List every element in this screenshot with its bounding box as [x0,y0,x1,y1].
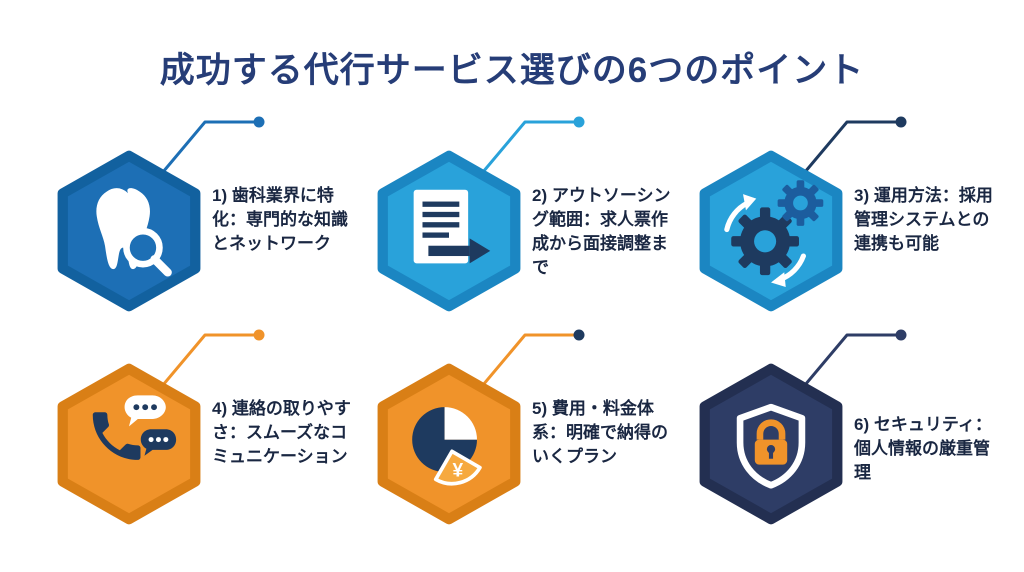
point-card-3: 3) 運用方法：採用管理システムとの連携も可能 [697,116,1009,350]
connector-line-3 [803,116,907,174]
document-arrow-icon [413,189,491,264]
point-label-6: 6) セキュリティ：個人情報の厳重管理 [854,415,992,483]
point-card-5: ¥ 5) 費用・料金体系：明確で納得のいくプラン [375,329,687,563]
point-label-2: 2) アウトソーシング範囲：求人票作成から面接調整まで [532,186,671,278]
page-title: 成功する代行サービス選びの6つのポイント [159,51,865,90]
gears-sync-icon [724,180,824,287]
point-card-2: 2) アウトソーシング範囲：求人票作成から面接調整まで [375,116,687,350]
hexagon-2 [377,150,521,312]
connector-line-1 [161,116,265,174]
connector-line-5 [481,329,585,387]
phone-chat-icon [92,395,177,460]
hexagon-4 [57,363,201,525]
hexagon-1 [57,150,201,312]
point-label-3: 3) 運用方法：採用管理システムとの連携も可能 [854,186,993,254]
pie-chart-yen-icon: ¥ [412,407,482,486]
yen-symbol: ¥ [453,460,464,481]
connector-line-2 [481,116,585,174]
point-card-1: 1) 歯科業界に特化：専門的な知識とネットワーク [55,116,367,350]
tooth-magnifier-icon [96,188,172,277]
connector-line-6 [803,329,907,387]
connector-line-4 [161,329,265,387]
hexagon-3 [699,150,843,312]
point-card-4: 4) 連絡の取りやすさ：スムーズなコミュニケーション [55,329,367,563]
point-label-1: 1) 歯科業界に特化：専門的な知識とネットワーク [212,186,348,254]
point-label-4: 4) 連絡の取りやすさ：スムーズなコミュニケーション [212,399,351,467]
point-label-5: 5) 費用・料金体系：明確で納得のいくプラン [532,399,668,467]
hexagon-5: ¥ [377,363,521,525]
point-card-6: 6) セキュリティ：個人情報の厳重管理 [697,329,1009,563]
shield-lock-icon [736,403,806,489]
hexagon-6 [699,363,843,525]
